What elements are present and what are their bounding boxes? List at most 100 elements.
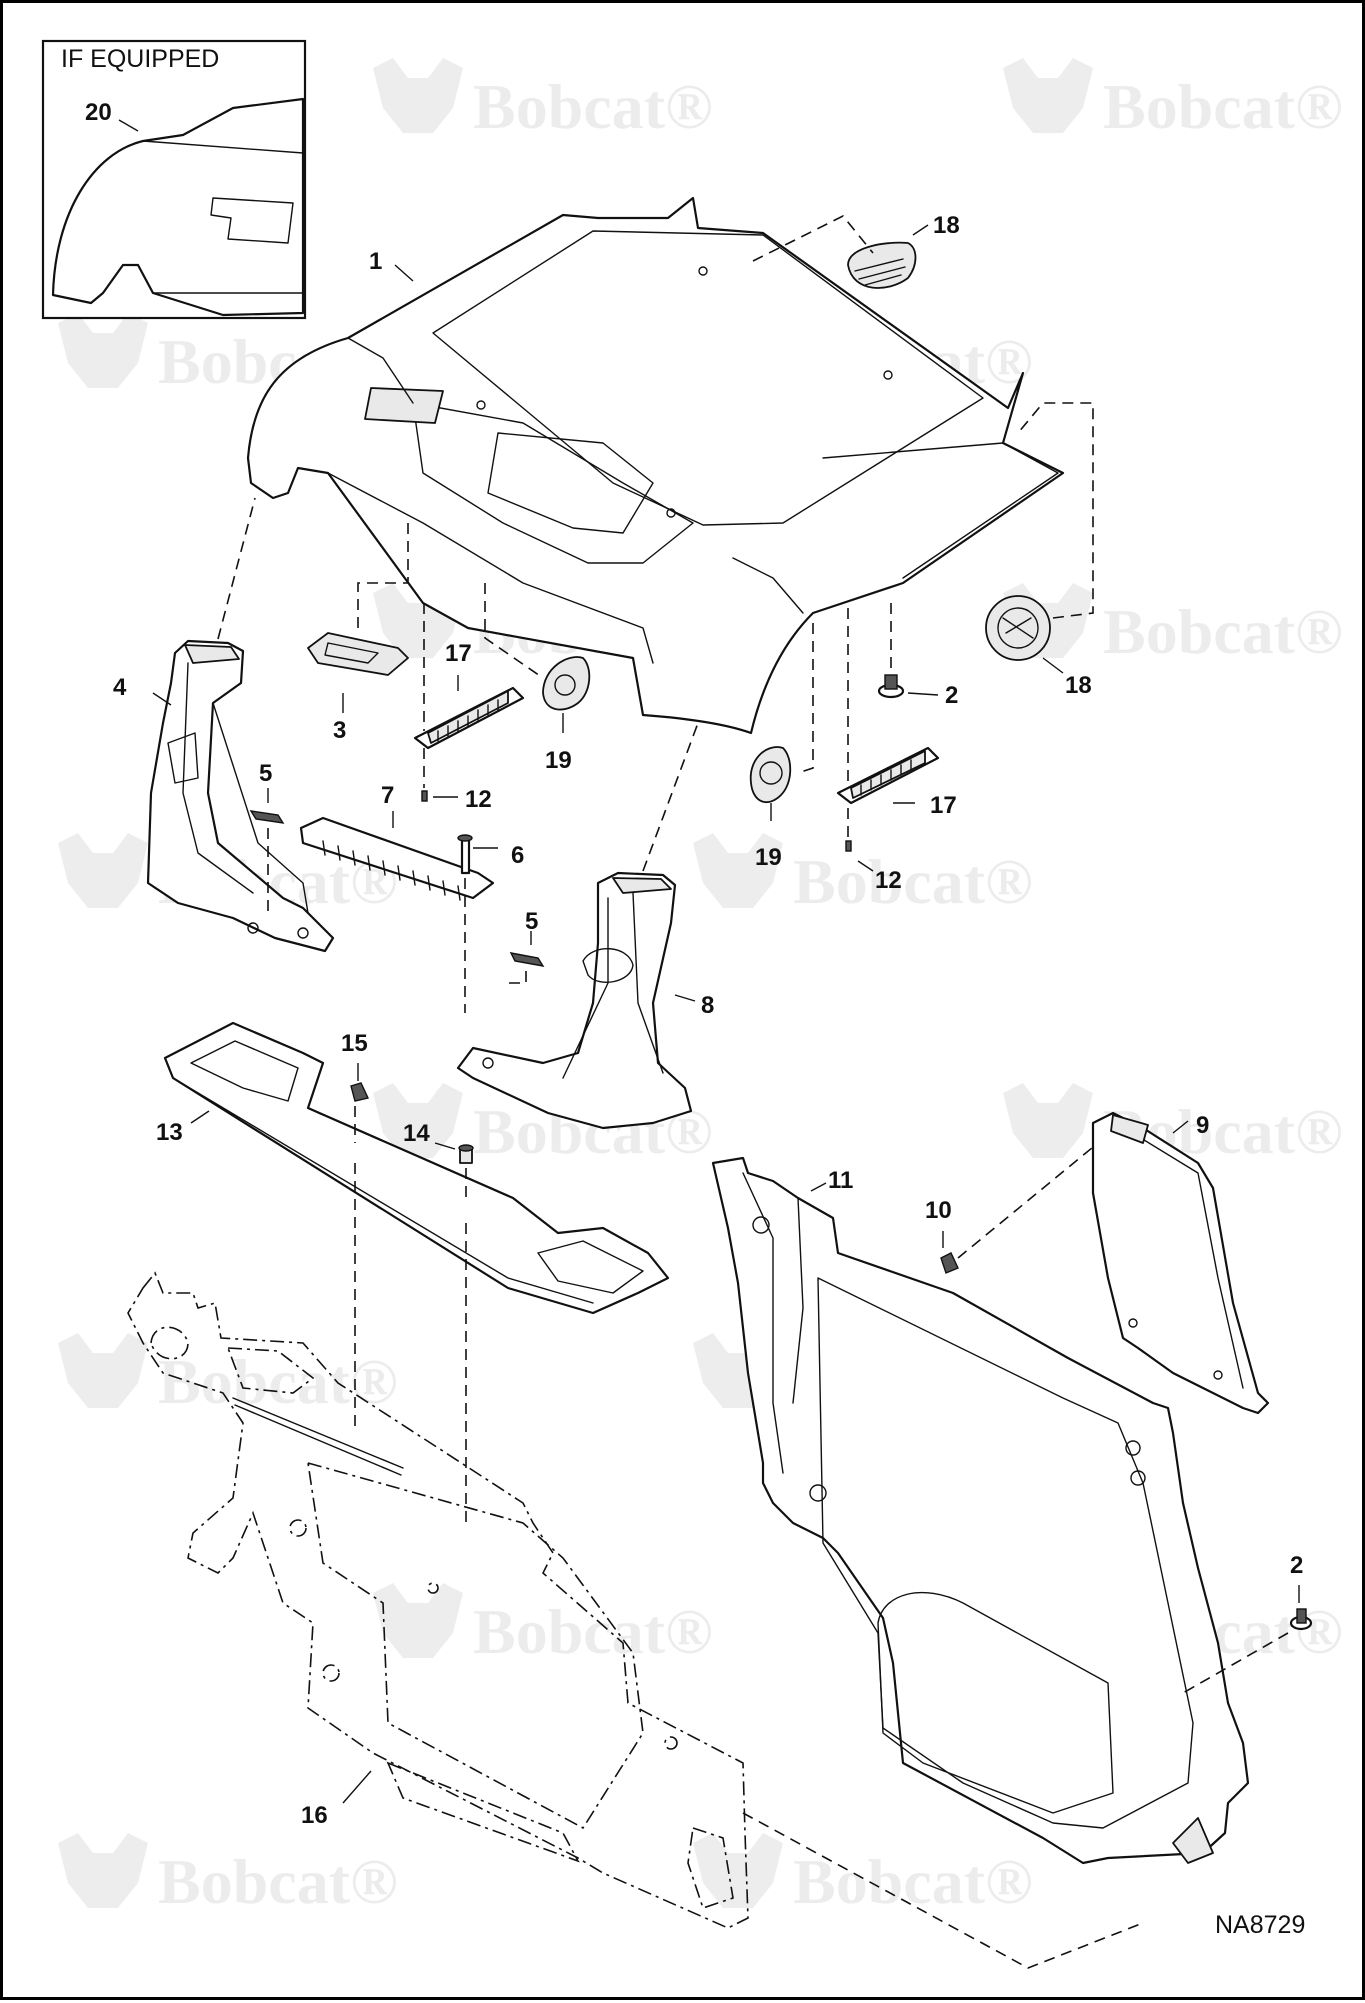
part-7-seal-strip: 7 bbox=[299, 782, 495, 901]
callout-13: 13 bbox=[156, 1119, 183, 1146]
watermark-text: Bobcat® bbox=[158, 1846, 398, 1917]
part-15-clip: 15 bbox=[341, 1030, 370, 1433]
parts-diagram: Bobcat® Bobcat® Bobcat® Bobcat® Bobcat® … bbox=[41, 39, 1343, 1969]
callout-2: 2 bbox=[1290, 1552, 1303, 1579]
leader-line bbox=[674, 994, 696, 1002]
callout-5: 5 bbox=[525, 908, 538, 935]
clip-body bbox=[249, 810, 285, 824]
watermark: Bobcat® bbox=[373, 1583, 713, 1667]
part-3-dome-light: 3 bbox=[307, 523, 409, 744]
speaker-grille bbox=[1002, 617, 1034, 639]
clip-body bbox=[940, 1252, 959, 1274]
leader-line bbox=[394, 264, 414, 282]
callout-20: 20 bbox=[85, 99, 112, 126]
watermark-text: Bobcat® bbox=[158, 1346, 398, 1417]
headliner-console-inner bbox=[487, 432, 654, 534]
watermark-text: Bobcat® bbox=[473, 71, 713, 142]
part-18-speaker-right: 18 bbox=[985, 402, 1094, 699]
headliner-left-ridge bbox=[347, 337, 414, 404]
callout-14: 14 bbox=[403, 1120, 430, 1147]
watermark-text: Bobcat® bbox=[793, 1846, 1033, 1917]
bobcat-head-logo-icon bbox=[58, 1833, 148, 1908]
part-11-side-trim: 11 bbox=[711, 1156, 1250, 1865]
watermark-text: Bobcat® bbox=[1103, 596, 1343, 667]
watermark-text: Bobcat® bbox=[1103, 71, 1343, 142]
pillar-hole bbox=[482, 1057, 494, 1069]
watermark: Bobcat® bbox=[58, 1333, 398, 1417]
rear-panel-hole bbox=[427, 1582, 439, 1594]
bobcat-head-logo-icon bbox=[693, 1833, 783, 1908]
callout-12: 12 bbox=[875, 867, 902, 894]
watermark-text: Bobcat® bbox=[473, 1596, 713, 1667]
dashed-assembly-line bbox=[642, 722, 699, 872]
watermark: Bobcat® bbox=[58, 1833, 398, 1917]
speaker-cone bbox=[554, 674, 576, 696]
floor-trim-opening-left bbox=[190, 1040, 299, 1102]
part-2-fastener-right: 2 bbox=[1182, 1552, 1313, 1694]
headliner-shell bbox=[246, 196, 1065, 735]
dashed-assembly-line bbox=[217, 497, 256, 640]
leader-line bbox=[190, 1110, 210, 1124]
dashed-assembly-line bbox=[752, 214, 874, 262]
access-cover-tab bbox=[1110, 1114, 1149, 1144]
callout-12: 12 bbox=[465, 786, 492, 813]
bobcat-head-logo-icon bbox=[1003, 1083, 1093, 1158]
fastener-body bbox=[1296, 1608, 1307, 1624]
leader-line bbox=[434, 1142, 456, 1150]
callout-19: 19 bbox=[545, 747, 572, 774]
side-trim-hole bbox=[1130, 1470, 1146, 1486]
push-nut-head bbox=[458, 1144, 474, 1152]
bobcat-head-logo-icon bbox=[58, 1333, 148, 1408]
speaker-cone bbox=[759, 761, 783, 785]
headliner-hole bbox=[883, 370, 893, 380]
side-trim-panel-face bbox=[877, 1591, 1114, 1814]
floor-trim-body bbox=[163, 1021, 670, 1315]
floor-trim-opening-right bbox=[537, 1240, 644, 1294]
part-9-access-cover: 9 bbox=[1091, 1111, 1270, 1415]
seal-strip-body bbox=[299, 816, 495, 900]
part-13-floor-trim: 13 bbox=[156, 1021, 670, 1315]
bolt-shank bbox=[460, 836, 471, 875]
headliner-rear-lip bbox=[327, 472, 654, 664]
callout-1: 1 bbox=[369, 248, 382, 275]
side-trim-hole bbox=[752, 1216, 770, 1234]
part-5-clip-left: 5 bbox=[249, 760, 285, 918]
callout-16: 16 bbox=[301, 1802, 328, 1829]
inset-headliner-edge bbox=[137, 140, 304, 294]
dashed-assembly-line bbox=[357, 523, 409, 628]
part-19-speaker-left: 19 bbox=[484, 583, 591, 774]
drawing-number: NA8729 bbox=[1215, 1911, 1305, 1939]
clip-body bbox=[509, 952, 545, 967]
dashed-assembly-line bbox=[1182, 1632, 1289, 1694]
headliner-top-panel bbox=[432, 230, 984, 526]
side-trim-hole bbox=[809, 1484, 827, 1502]
headliner-dome-opening bbox=[364, 387, 444, 424]
watermark: Bobcat® bbox=[693, 833, 1033, 917]
callout-15: 15 bbox=[341, 1030, 368, 1057]
callout-17: 17 bbox=[445, 640, 472, 667]
part-17-switch-panel-right: 17 bbox=[836, 608, 957, 819]
part-2-fastener-top: 2 bbox=[877, 603, 958, 709]
part-14-push-nut: 14 bbox=[403, 1120, 474, 1528]
callout-17: 17 bbox=[930, 792, 957, 819]
right-pillar-shell bbox=[456, 871, 693, 1130]
bobcat-head-logo-icon bbox=[58, 313, 148, 388]
inset-if-equipped: IF EQUIPPED 20 bbox=[41, 39, 307, 320]
watermark: Bobcat® bbox=[373, 58, 713, 142]
part-18-speaker-top: 18 bbox=[752, 212, 960, 289]
headliner-hole bbox=[666, 508, 676, 518]
rear-panel-hole bbox=[322, 1664, 340, 1682]
bobcat-head-logo-icon bbox=[373, 1583, 463, 1658]
leader-line bbox=[1042, 657, 1064, 674]
part-5-clip-right: 5 bbox=[503, 908, 545, 984]
leader-line bbox=[342, 1770, 372, 1804]
fastener-body bbox=[884, 674, 898, 690]
speaker-grille bbox=[854, 258, 906, 286]
floor-trim-edge bbox=[172, 1077, 594, 1304]
bobcat-head-logo-icon bbox=[373, 58, 463, 133]
callout-7: 7 bbox=[381, 782, 394, 809]
watermark: Bobcat® bbox=[1003, 58, 1343, 142]
dashed-assembly-line bbox=[503, 971, 527, 984]
bolt-head bbox=[457, 834, 473, 842]
left-pillar-handle bbox=[167, 732, 199, 784]
